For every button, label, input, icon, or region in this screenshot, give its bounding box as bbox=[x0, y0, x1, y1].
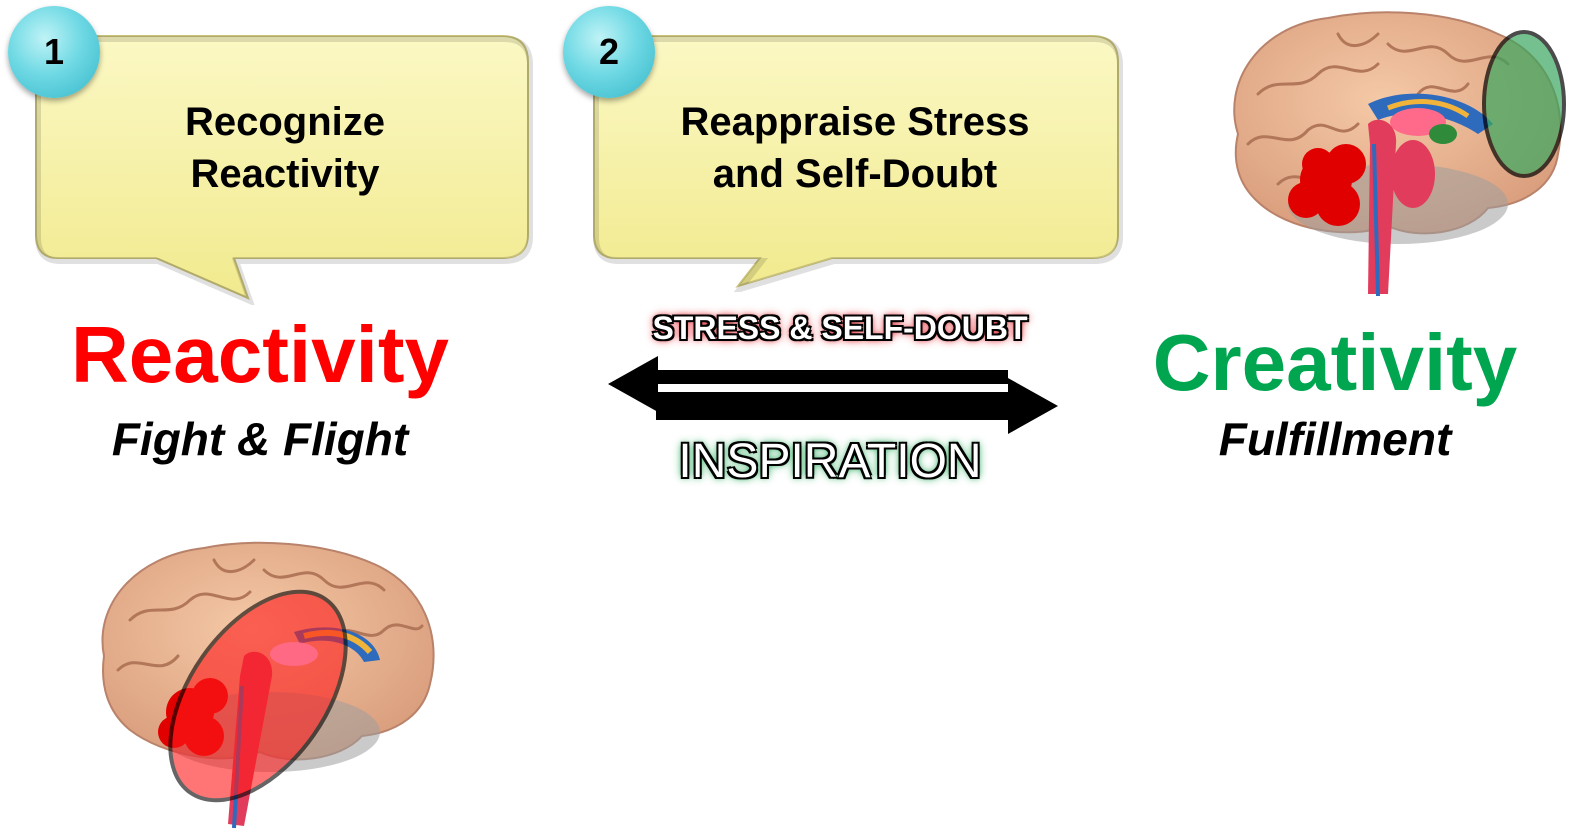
reactivity-title: Reactivity bbox=[71, 310, 449, 399]
step-1-line-2: Reactivity bbox=[190, 152, 380, 196]
creativity-title: Creativity bbox=[1152, 318, 1518, 407]
step-2-line-2: and Self-Doubt bbox=[712, 152, 998, 196]
creativity-subtitle: Fulfillment bbox=[1218, 413, 1452, 465]
step-2-line-1: Reappraise Stress bbox=[680, 100, 1030, 144]
inspiration-label: INSPIRATION bbox=[678, 435, 982, 488]
step-2-badge: 2 bbox=[563, 6, 655, 98]
step-1-line-1: Recognize bbox=[184, 100, 386, 144]
stress-label: STRESS & SELF-DOUBT bbox=[652, 310, 1028, 346]
bidirectional-arrows bbox=[608, 356, 1058, 434]
step-2-label: Reappraise Stress and Self-Doubt bbox=[600, 96, 1110, 200]
creative-brain-icon bbox=[1233, 11, 1566, 297]
step-1-badge: 1 bbox=[8, 6, 100, 98]
reactive-brain-icon bbox=[101, 541, 435, 829]
step-1-label: Recognize Reactivity bbox=[40, 96, 530, 200]
reactivity-subtitle: Fight & Flight bbox=[111, 413, 409, 465]
